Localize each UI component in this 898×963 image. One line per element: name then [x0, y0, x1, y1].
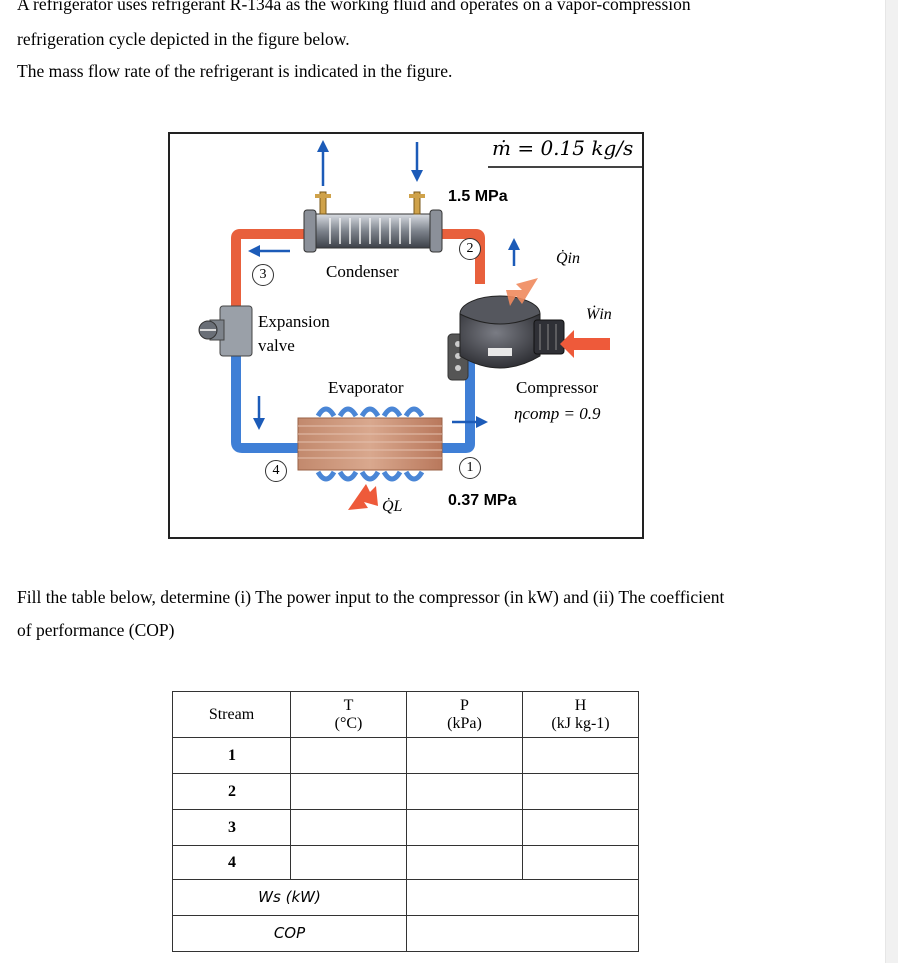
intro-line-2: refrigeration cycle depicted in the figu… [17, 29, 350, 49]
table-row: 4 [172, 845, 639, 880]
evaporator-fins [298, 425, 442, 459]
w-in-arrow [560, 330, 610, 358]
compressor-motor [533, 319, 565, 355]
row-4-label: 4 [172, 845, 291, 880]
flow-arrow-4 [253, 418, 265, 430]
table-row: 3 [172, 809, 639, 846]
table-row: 2 [172, 773, 639, 810]
header-h: H(kJ kg-1) [522, 691, 639, 738]
mass-flow-label: ṁ = 0.15 kg/s [492, 136, 634, 160]
expansion-label-1: Expansion [258, 312, 330, 331]
state-4-marker: 4 [265, 460, 287, 482]
condenser-cap-left [303, 209, 317, 253]
cell-3-h[interactable] [522, 809, 639, 846]
cell-2-h[interactable] [522, 773, 639, 810]
row-1-label: 1 [172, 737, 291, 774]
ws-label-cell: Ws (kW) [172, 879, 407, 916]
q-l-label: Q̇L [382, 498, 403, 515]
refrigeration-cycle-figure: ṁ = 0.15 kg/s 1.5 MPa Condenser Expansio… [168, 132, 644, 539]
flow-arrow-1 [476, 416, 488, 428]
cell-1-p[interactable] [406, 737, 523, 774]
cycle-diagram [198, 140, 642, 510]
cell-2-p[interactable] [406, 773, 523, 810]
question-line-2: of performance (COP) [17, 620, 175, 640]
cell-4-t[interactable] [290, 845, 407, 880]
state-1-marker: 1 [459, 457, 481, 479]
expansion-valve-body [219, 305, 253, 357]
cell-3-t[interactable] [290, 809, 407, 846]
w-in-label: Ẇin [586, 306, 612, 323]
flow-arrow-3 [248, 245, 260, 257]
pipe-2-line [432, 229, 485, 284]
table-row: COP [172, 915, 639, 952]
pipe-4-line [231, 356, 300, 453]
ws-label: Ws (kW) [258, 888, 321, 906]
water-out-arrow [317, 140, 329, 152]
condenser-shell [309, 213, 437, 249]
cell-4-h[interactable] [522, 845, 639, 880]
evaporator-label: Evaporator [328, 378, 404, 397]
compressor-label: Compressor [516, 378, 599, 397]
scrollbar[interactable] [885, 0, 898, 963]
water-in-stub [413, 191, 421, 215]
state-3-marker: 3 [252, 264, 274, 286]
cop-label-cell: COP [172, 915, 407, 952]
question-line-1: Fill the table below, determine (i) The … [17, 587, 725, 607]
cell-4-p[interactable] [406, 845, 523, 880]
low-pressure-label: 0.37 MPa [448, 492, 517, 509]
pipe-1-line [440, 354, 475, 453]
results-table: Stream T(°C) P(kPa) H(kJ kg-1) 1 2 3 4 W… [172, 691, 639, 952]
condenser-cap-right [429, 209, 443, 253]
flow-arrow-2 [508, 238, 520, 250]
table-row: Ws (kW) [172, 879, 639, 916]
intro-line-1: A refrigerator uses refrigerant R-134a a… [17, 0, 691, 14]
cell-3-p[interactable] [406, 809, 523, 846]
pipe-3-line [231, 229, 320, 306]
table-row: 1 [172, 737, 639, 774]
header-stream: Stream [172, 691, 291, 738]
cell-1-t[interactable] [290, 737, 407, 774]
header-p: P(kPa) [406, 691, 523, 738]
q-l-arrow [348, 484, 378, 510]
compressor-plate [488, 348, 512, 356]
row-3-label: 3 [172, 809, 291, 846]
cell-2-t[interactable] [290, 773, 407, 810]
condenser-label: Condenser [326, 262, 399, 281]
water-in-arrow [411, 170, 423, 182]
water-out-stub [319, 191, 327, 215]
header-t: T(°C) [290, 691, 407, 738]
compressor-body [459, 313, 541, 369]
cell-1-h[interactable] [522, 737, 639, 774]
expansion-label-2: valve [258, 336, 295, 355]
q-in-label: Q̇in [556, 250, 580, 267]
evaporator-body [297, 417, 443, 471]
state-2-marker: 2 [459, 238, 481, 260]
high-pressure-label: 1.5 MPa [448, 188, 508, 205]
row-2-label: 2 [172, 773, 291, 810]
q-in-arrow [506, 278, 538, 306]
condenser-fins [329, 218, 411, 244]
evaporator-coils [315, 406, 425, 482]
cop-value-cell[interactable] [406, 915, 639, 952]
intro-line-3: The mass flow rate of the refrigerant is… [17, 61, 453, 81]
ws-value-cell[interactable] [406, 879, 639, 916]
cop-label: COP [273, 924, 306, 942]
efficiency-label: ηcomp = 0.9 [514, 404, 601, 423]
